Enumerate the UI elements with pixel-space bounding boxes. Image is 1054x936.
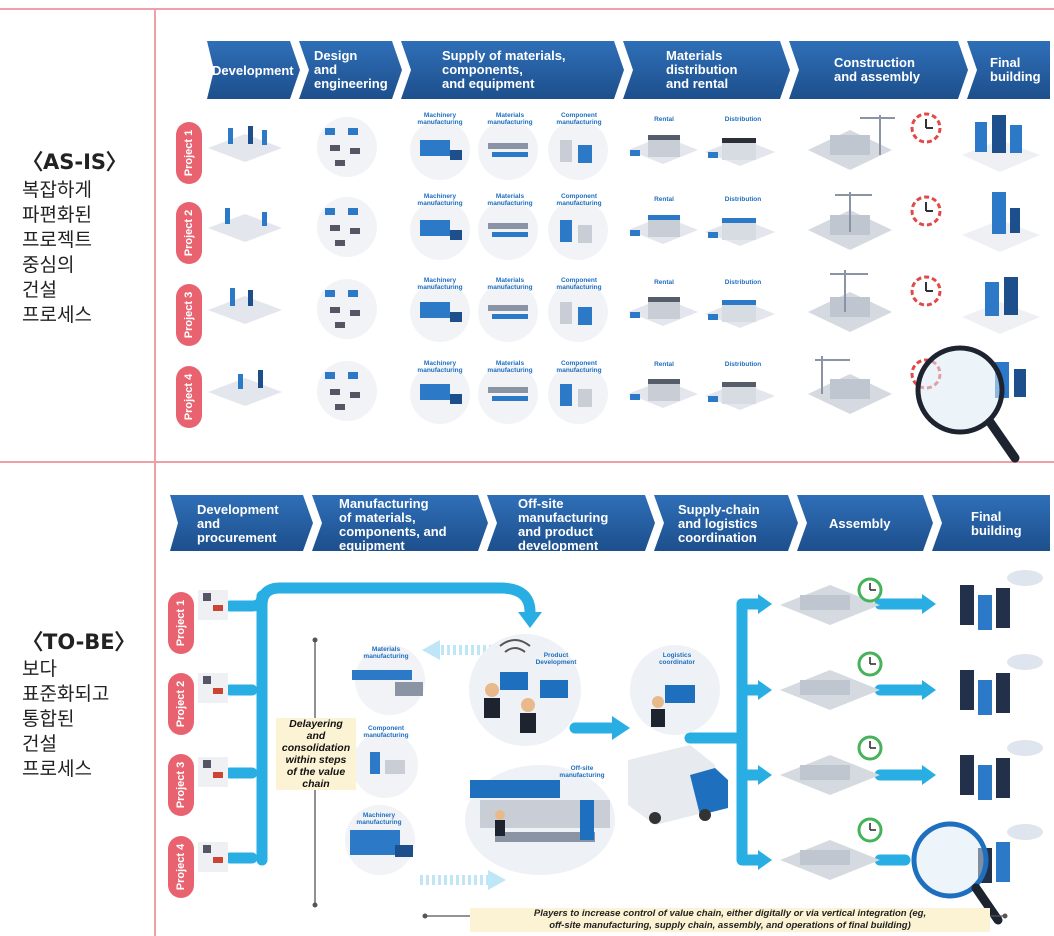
as-is-heading: 〈AS-IS〉: [22, 150, 128, 174]
as-is-row3-rental-label: Rental: [654, 279, 674, 286]
to-be-final-buildings: [960, 570, 1043, 883]
as-is-row3-machinery-label: Machinery manufacturing: [417, 277, 463, 291]
to-be-product-development-label: Product Development: [535, 652, 577, 666]
to-be-line-4: 건설: [22, 733, 57, 755]
value-chain-footnote: Players to increase control of value cha…: [470, 908, 990, 932]
as-is-row2-machinery-label: Machinery manufacturing: [417, 193, 463, 207]
as-is-row1-materials-label: Materials manufacturing: [487, 112, 533, 126]
to-be-offsite-manufacturing-icon: [465, 765, 615, 875]
as-is-row2-component-label: Component manufacturing: [556, 193, 602, 207]
as-is-row4-component-label: Component manufacturing: [556, 360, 602, 374]
as-is-row4-distribution-label: Distribution: [724, 361, 762, 368]
as-is-row3-distribution-label: Distribution: [724, 279, 762, 286]
as-is-row3-component-label: Component manufacturing: [556, 277, 602, 291]
to-be-flow-arrowheads: [518, 594, 936, 870]
as-is-row1-distribution-label: Distribution: [724, 116, 762, 123]
to-be-flow-arrows: [224, 582, 931, 866]
as-is-stage-3-label: Supply of materials,components,and equip…: [442, 48, 566, 91]
to-be-chevron-bar: [170, 495, 1050, 551]
to-be-project-3-pill: Project 3: [168, 754, 194, 816]
as-is-row2-distribution-label: Distribution: [724, 196, 762, 203]
as-is-row1-machinery-label: Machinery manufacturing: [417, 112, 463, 126]
as-is-row4-machinery-label: Machinery manufacturing: [417, 360, 463, 374]
as-is-stage-1-label: Development: [212, 63, 294, 78]
to-be-logistics-label: Logistics coordinator: [658, 652, 696, 666]
to-be-component-label: Component manufacturing: [363, 725, 409, 739]
to-be-line-2: 표준화되고: [22, 683, 110, 705]
as-is-line-2: 파편화된: [22, 204, 92, 226]
truck-icon: [628, 745, 728, 825]
as-is-row4-rental-label: Rental: [654, 361, 674, 368]
middle-divider: [0, 461, 1054, 463]
as-is-row4-materials-label: Materials manufacturing: [487, 360, 533, 374]
to-be-heading: 〈TO-BE〉: [22, 630, 136, 654]
as-is-line-4: 중심의: [22, 254, 75, 276]
to-be-product-development-icon: [469, 634, 581, 746]
to-be-logistics-coordinator-icon: [630, 645, 720, 735]
to-be-pale-arrows: [420, 645, 510, 885]
to-be-assembly-sites: [780, 585, 880, 880]
to-be-clocks: [857, 577, 883, 843]
to-be-machinery-label: Machinery manufacturing: [356, 812, 402, 826]
as-is-line-5: 건설: [22, 279, 57, 301]
as-is-project-2-pill: Project 2: [176, 202, 202, 264]
vertical-divider-tobe: [154, 463, 156, 936]
to-be-offsite-label: Off-site manufacturing: [559, 765, 605, 779]
as-is-row2-materials-label: Materials manufacturing: [487, 193, 533, 207]
as-is-rows: [208, 115, 1040, 424]
to-be-line-5: 프로세스: [22, 758, 92, 780]
as-is-row1-rental-label: Rental: [654, 116, 674, 123]
to-be-project-workstations: [198, 590, 228, 872]
to-be-project-2-pill: Project 2: [168, 673, 194, 735]
top-divider: [0, 8, 1054, 10]
to-be-line-1: 보다: [22, 658, 57, 680]
to-be-stage-5-label: Assembly: [829, 516, 891, 531]
as-is-row1-component-label: Component manufacturing: [556, 112, 602, 126]
vertical-divider-asis: [154, 8, 156, 461]
to-be-materials-label: Materials manufacturing: [363, 646, 409, 660]
as-is-row2-rental-label: Rental: [654, 196, 674, 203]
as-is-line-1: 복잡하게: [22, 179, 92, 201]
as-is-line-3: 프로젝트: [22, 229, 92, 251]
to-be-project-1-pill: Project 1: [168, 592, 194, 654]
as-is-line-6: 프로세스: [22, 304, 92, 326]
to-be-line-3: 통합된: [22, 708, 75, 730]
as-is-project-4-pill: Project 4: [176, 366, 202, 428]
as-is-chevron-bar: [207, 41, 1050, 99]
as-is-project-3-pill: Project 3: [176, 284, 202, 346]
as-is-row3-materials-label: Materials manufacturing: [487, 277, 533, 291]
as-is-magnifier-icon: [915, 345, 1020, 463]
to-be-project-4-pill: Project 4: [168, 836, 194, 898]
as-is-project-1-pill: Project 1: [176, 122, 202, 184]
to-be-manufacturing-icons: [345, 645, 425, 875]
to-be-magnifier-icon: [911, 821, 1003, 925]
as-is-clocks: [910, 112, 942, 390]
